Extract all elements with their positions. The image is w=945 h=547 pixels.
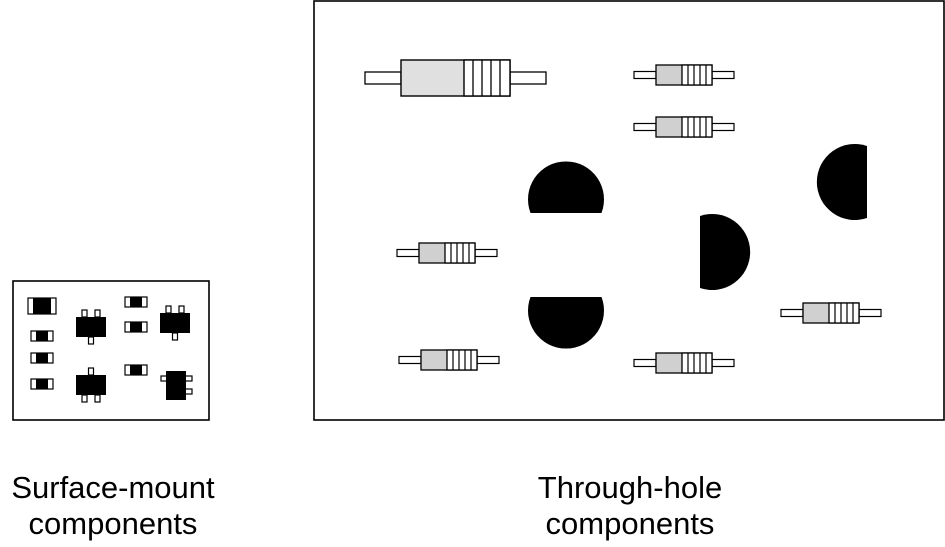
resistor-large — [364, 59, 547, 97]
smd-chip — [124, 364, 148, 376]
smd-chip — [30, 330, 54, 342]
surface-mount-caption: Surface-mount components — [0, 470, 226, 542]
through-hole-caption-line1: Through-hole — [537, 470, 723, 505]
sot-package-rotated — [160, 371, 193, 400]
transistor-flat-bottom — [528, 161, 604, 213]
transistor-flat-left — [700, 214, 751, 290]
smd-chip — [124, 296, 148, 308]
surface-mount-caption-line1: Surface-mount — [11, 470, 215, 505]
through-hole-board — [313, 0, 945, 421]
smd-chip — [30, 352, 54, 364]
through-hole-caption-line2: components — [545, 506, 715, 541]
through-hole-caption: Through-hole components — [500, 470, 760, 542]
transistor-flat-right — [816, 144, 867, 220]
surface-mount-caption-line2: components — [28, 506, 198, 541]
smd-chip — [124, 321, 148, 333]
smd-chip — [30, 378, 54, 390]
transistor-flat-top — [528, 297, 604, 349]
smd-chip-large — [27, 297, 57, 315]
surface-mount-board — [12, 280, 210, 421]
